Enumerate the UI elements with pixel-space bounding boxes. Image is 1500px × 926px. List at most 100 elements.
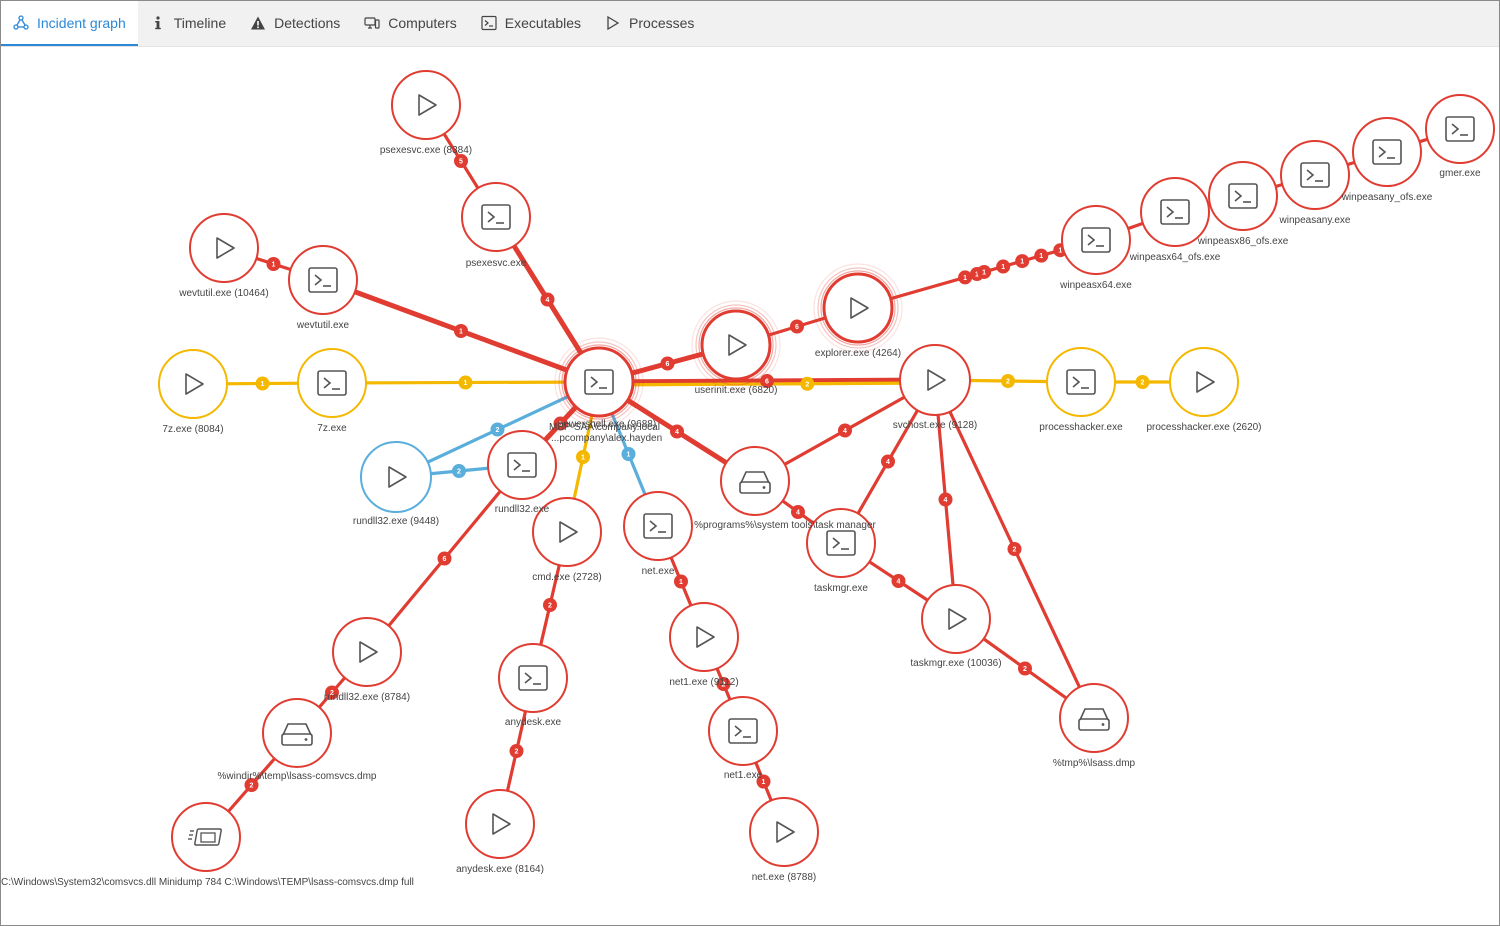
node-label: anydesk.exe (8164) xyxy=(456,864,544,875)
executable-icon xyxy=(1300,162,1330,188)
edge-count-badge[interactable]: 2 xyxy=(543,598,557,612)
graph-node-explorer_p[interactable] xyxy=(813,263,903,353)
graph-node-wpany[interactable] xyxy=(1280,140,1350,210)
edge-count-badge[interactable]: 1 xyxy=(756,774,771,789)
graph-node-wpx64ofs[interactable] xyxy=(1140,177,1210,247)
graph-node-userinit_p[interactable] xyxy=(691,300,781,390)
edge-count-badge[interactable]: 4 xyxy=(938,492,953,507)
node-label: processhacker.exe (2620) xyxy=(1146,422,1261,433)
tab-processes[interactable]: Processes xyxy=(593,1,706,46)
edge-count-badge[interactable]: 1 xyxy=(1034,248,1049,263)
edge-count-badge[interactable]: 4 xyxy=(670,424,684,439)
edge-count-badge[interactable]: 2 xyxy=(1007,542,1022,556)
graph-node-lsass_file[interactable] xyxy=(262,698,332,768)
labels-layer: powershell.exe (9688)MSP-SAA\company.loc… xyxy=(1,145,1481,888)
graph-node-anydesk_p[interactable] xyxy=(465,789,535,859)
edge-count-badge[interactable]: 2 xyxy=(509,744,524,758)
graph-node-tmp_lsass[interactable] xyxy=(1059,683,1129,753)
edge-count-badge[interactable]: 2 xyxy=(1135,375,1150,389)
svg-text:4: 4 xyxy=(886,459,890,466)
edge-count-badge[interactable]: 6 xyxy=(790,319,804,334)
svg-text:5: 5 xyxy=(459,159,463,166)
node-label: net1.exe (9112) xyxy=(669,677,738,688)
process-icon xyxy=(359,641,378,663)
node-label: rundll32.exe (8784) xyxy=(324,692,410,703)
node-label: MSP-SAA\company.local xyxy=(549,422,660,433)
edge-count-badge[interactable]: 4 xyxy=(891,574,906,588)
graph-node-wpx86ofs[interactable] xyxy=(1208,161,1278,231)
graph-node-net1_e[interactable] xyxy=(708,696,778,766)
edge-count-badge[interactable]: 1 xyxy=(458,375,473,390)
graph-node-wevtutil_p[interactable] xyxy=(189,213,259,283)
edge-count-badge[interactable]: 4 xyxy=(540,292,555,307)
graph-node-ph_e[interactable] xyxy=(1046,347,1116,417)
edge-count-badge[interactable]: 2 xyxy=(1001,374,1015,388)
graph-node-rundll_e[interactable] xyxy=(487,430,557,500)
edge-count-badge[interactable]: 1 xyxy=(255,376,270,391)
edge-count-badge[interactable]: 2 xyxy=(452,464,466,478)
edge-count-badge[interactable]: 1 xyxy=(996,259,1011,274)
tab-computers[interactable]: Computers xyxy=(352,1,468,46)
graph-node-taskmgr_p[interactable] xyxy=(921,584,991,654)
node-label: userinit.exe (6820) xyxy=(695,385,778,396)
tab-executables[interactable]: Executables xyxy=(469,1,593,46)
edge-count-badge[interactable]: 6 xyxy=(760,374,774,388)
node-label: ...pcompany\alex.hayden xyxy=(551,433,662,444)
svg-text:1: 1 xyxy=(975,272,979,279)
svg-text:1: 1 xyxy=(1058,248,1062,255)
edge-count-badge[interactable]: 1 xyxy=(454,324,468,338)
edge-count-badge[interactable]: 1 xyxy=(576,450,590,464)
edge-count-badge[interactable]: 4 xyxy=(791,505,805,519)
graph-node-cmd_p[interactable] xyxy=(532,497,602,567)
graph-node-wpx64[interactable] xyxy=(1061,205,1131,275)
graph-node-taskmgr_e[interactable] xyxy=(806,508,876,578)
graph-node-center[interactable] xyxy=(554,337,644,427)
edge-count-badge[interactable]: 1 xyxy=(958,270,973,285)
graph-node-ph_p[interactable] xyxy=(1169,347,1239,417)
graph-node-taskmgr_file[interactable] xyxy=(720,446,790,516)
tab-incident-graph[interactable]: Incident graph xyxy=(1,1,138,46)
tab-label: Timeline xyxy=(173,14,227,31)
graph-node-net_e[interactable] xyxy=(623,491,693,561)
graph-node-z7_e[interactable] xyxy=(297,348,367,418)
graph-node-rundll_p2[interactable] xyxy=(332,617,402,687)
graph-node-psexesvc_e[interactable] xyxy=(461,182,531,252)
graph-node-wpanyofs[interactable] xyxy=(1352,117,1422,187)
svg-text:2: 2 xyxy=(548,603,552,610)
edge-count-badge[interactable]: 1 xyxy=(621,447,636,461)
edge-count-badge[interactable]: 2 xyxy=(1018,661,1032,676)
tab-detections[interactable]: Detections xyxy=(238,1,352,46)
edge-count-badge[interactable]: 2 xyxy=(244,778,259,792)
node-label: anydesk.exe xyxy=(505,717,562,728)
edge-count-badge[interactable]: 2 xyxy=(800,376,815,391)
edge-count-badge[interactable]: 6 xyxy=(660,356,675,371)
edge-count-badge[interactable]: 4 xyxy=(838,423,852,438)
edge-count-badge[interactable]: 2 xyxy=(490,422,505,437)
graph-node-rundll_p1[interactable] xyxy=(360,441,432,513)
svg-text:1: 1 xyxy=(1039,253,1043,260)
graph-node-cmdline[interactable] xyxy=(171,802,241,872)
edge-count-badge[interactable]: 1 xyxy=(674,574,688,589)
edge-count-badge[interactable]: 1 xyxy=(977,264,992,279)
graph-node-wevtutil_e[interactable] xyxy=(288,245,358,315)
graph-node-net1_p[interactable] xyxy=(669,602,739,672)
edge-count-badge[interactable]: 5 xyxy=(454,154,468,168)
graph-node-svchost_p[interactable] xyxy=(899,344,971,416)
edge-count-badge[interactable]: 1 xyxy=(1015,254,1030,269)
edge-count-badge[interactable]: 4 xyxy=(881,454,895,469)
edge-count-badge[interactable]: 6 xyxy=(553,416,568,431)
graph-node-gmer[interactable] xyxy=(1425,94,1495,164)
graph-node-psexesvc_p[interactable] xyxy=(391,70,461,140)
tab-timeline[interactable]: Timeline xyxy=(138,1,238,46)
graph-node-z7_p[interactable] xyxy=(158,349,228,419)
edge-count-badge[interactable]: 1 xyxy=(266,257,281,271)
edge-count-badge[interactable]: 2 xyxy=(716,677,731,691)
graph-node-net_p[interactable] xyxy=(749,797,819,867)
edge-count-badge[interactable]: 6 xyxy=(437,551,452,566)
info-icon xyxy=(154,15,161,29)
edge-count-badge[interactable]: 2 xyxy=(325,685,339,700)
node-label: %tmp%\lsass.dmp xyxy=(1053,758,1136,769)
graph-node-anydesk_e[interactable] xyxy=(498,643,568,713)
